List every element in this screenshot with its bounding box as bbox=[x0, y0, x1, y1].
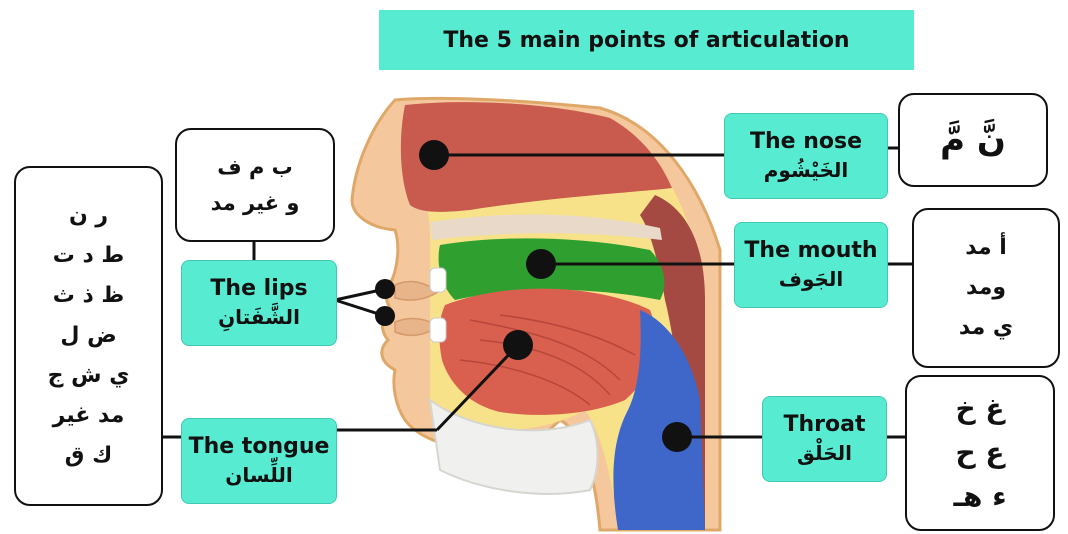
tongue-marker bbox=[503, 330, 533, 360]
throat-region bbox=[613, 310, 705, 530]
nasal-cavity bbox=[400, 102, 672, 212]
jaw-bone bbox=[428, 397, 599, 495]
palate bbox=[430, 214, 662, 240]
mouth-label-en: The mouth bbox=[744, 238, 878, 263]
nose-label: The nose الخَيْشُوم bbox=[724, 113, 888, 199]
throat-label-en: Throat bbox=[783, 412, 866, 437]
throat-letters-box: غ خ ع ح ء هـ bbox=[905, 375, 1055, 531]
throat-label: Throat الحَلْق bbox=[762, 396, 887, 482]
throat-label-ar: الحَلْق bbox=[797, 441, 852, 465]
mouth-letters-line: ومد bbox=[966, 275, 1007, 300]
lower-lip-marker bbox=[375, 306, 395, 326]
mouth-letters-line: أ مد bbox=[965, 235, 1007, 260]
tongue-fibers bbox=[459, 314, 636, 406]
throat-letters-line: غ خ bbox=[955, 392, 1005, 425]
throat-letters-line: ء هـ bbox=[953, 480, 1007, 513]
tongue-letters-line: ر ن bbox=[68, 203, 109, 228]
lips-letters-line: و غير مد bbox=[210, 191, 300, 215]
tongue-label-ar: اللِّسان bbox=[225, 463, 293, 487]
tongue-label: The tongue اللِّسان bbox=[181, 418, 337, 504]
teeth-upper bbox=[429, 267, 447, 293]
articulation-markers bbox=[375, 140, 692, 452]
mouth-label-ar: الجَوف bbox=[778, 267, 844, 291]
mouth-letters-line: ي مد bbox=[958, 315, 1014, 340]
lips-letters-box: ب م ف و غير مد bbox=[175, 128, 335, 242]
mouth-label: The mouth الجَوف bbox=[734, 222, 888, 308]
lips-label-ar: الشَّفَتانِ bbox=[218, 305, 300, 329]
diagram-title: The 5 main points of articulation bbox=[443, 27, 850, 53]
nose-label-ar: الخَيْشُوم bbox=[763, 158, 849, 182]
mouth-letters-box: أ مد ومد ي مد bbox=[912, 208, 1060, 368]
tongue-letters-line: ط د ت bbox=[52, 243, 125, 268]
tongue-letters-line: ك ق bbox=[64, 443, 113, 468]
nose-label-en: The nose bbox=[749, 129, 863, 154]
tongue-letters-line: ض ل bbox=[60, 323, 117, 348]
nose-letters-box: نَّ مَّ bbox=[898, 93, 1048, 187]
throat-marker bbox=[662, 422, 692, 452]
lips-letters-line: ب م ف bbox=[217, 155, 293, 179]
lips-label: The lips الشَّفَتانِ bbox=[181, 260, 337, 346]
teeth-lower bbox=[429, 317, 447, 343]
tongue-letters-box: ر ن ط د ت ظ ذ ث ض ل ي ش ج مد غير ك ق bbox=[14, 166, 163, 506]
tongue-letters-line: ي ش ج bbox=[47, 363, 130, 388]
lips-label-en: The lips bbox=[210, 276, 308, 301]
tongue-shape bbox=[439, 288, 655, 415]
throat-letters-line: ع ح bbox=[955, 436, 1005, 469]
nose-marker bbox=[419, 140, 449, 170]
tongue-label-en: The tongue bbox=[188, 434, 330, 459]
mouth-marker bbox=[526, 249, 556, 279]
title-bar: The 5 main points of articulation bbox=[379, 10, 914, 70]
tongue-connector-diag bbox=[435, 343, 520, 432]
tongue-letters-line: ظ ذ ث bbox=[52, 283, 125, 308]
upper-lip-marker bbox=[375, 279, 395, 299]
nose-letters-line: نَّ مَّ bbox=[940, 120, 1006, 160]
tongue-letters-line: مد غير bbox=[52, 403, 125, 428]
